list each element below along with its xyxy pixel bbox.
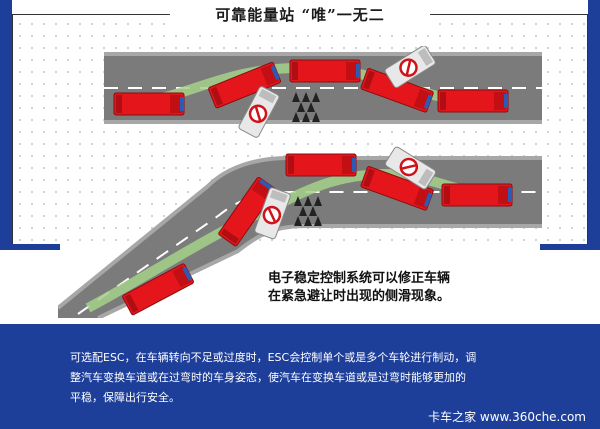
left-blue-frame bbox=[0, 0, 12, 245]
description-line-2: 整汽车变换车道或在过弯时的车身姿态，使汽车在变换车道或是过弯时能够更加的 bbox=[70, 371, 466, 384]
bottom-left-accent bbox=[0, 244, 60, 250]
esc-description: 可选配ESC，在车辆转向不足或过度时，ESC会控制单个或是多个车轮进行制动，调 … bbox=[70, 348, 540, 408]
page-title: 可靠能量站 “唯”一无二 bbox=[170, 4, 430, 28]
site-watermark: 卡车之家 www.360che.com bbox=[428, 410, 586, 424]
esc-illustration bbox=[58, 46, 542, 318]
description-line-3: 平稳，保障出行安全。 bbox=[70, 391, 180, 404]
description-footer: 可选配ESC，在车辆转向不足或过度时，ESC会控制单个或是多个车轮进行制动，调 … bbox=[0, 324, 600, 429]
description-line-1: 可选配ESC，在车辆转向不足或过度时，ESC会控制单个或是多个车轮进行制动，调 bbox=[70, 351, 477, 364]
caption-line-2: 在紧急避让时出现的侧滑现象。 bbox=[268, 289, 451, 304]
bottom-right-accent bbox=[540, 244, 600, 250]
right-blue-frame bbox=[588, 0, 600, 245]
caption-line-1: 电子稳定控制系统可以修正车辆 bbox=[268, 271, 451, 286]
diagram-caption: 电子稳定控制系统可以修正车辆 在紧急避让时出现的侧滑现象。 bbox=[268, 270, 558, 306]
